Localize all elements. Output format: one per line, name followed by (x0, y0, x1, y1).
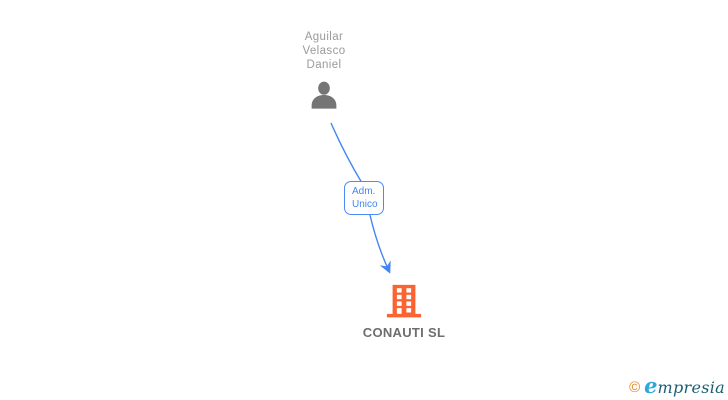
company-node[interactable]: CONAUTI SL (344, 283, 464, 340)
person-name-line: Aguilar (304, 31, 344, 43)
person-name-line: Daniel (306, 59, 342, 71)
copyright-icon: © (629, 379, 641, 396)
person-name-line: Velasco (302, 45, 346, 57)
brand-logo: ©empresia (629, 375, 725, 399)
edge-segment-bottom (369, 214, 391, 274)
company-name: CONAUTI SL (362, 325, 446, 340)
edge-label-line: Unico (352, 199, 378, 210)
building-icon (344, 283, 464, 319)
edge-label-role: Adm. Unico (344, 181, 384, 215)
person-icon (262, 81, 386, 110)
brand-wordmark-initial: e (644, 373, 658, 398)
person-name: Aguilar Velasco Daniel (262, 30, 386, 72)
edge-label-line: Adm. (352, 186, 376, 197)
edge-segment-top (330, 122, 363, 184)
brand-wordmark: mpresia (657, 378, 725, 397)
person-node[interactable]: Aguilar Velasco Daniel (262, 30, 386, 110)
